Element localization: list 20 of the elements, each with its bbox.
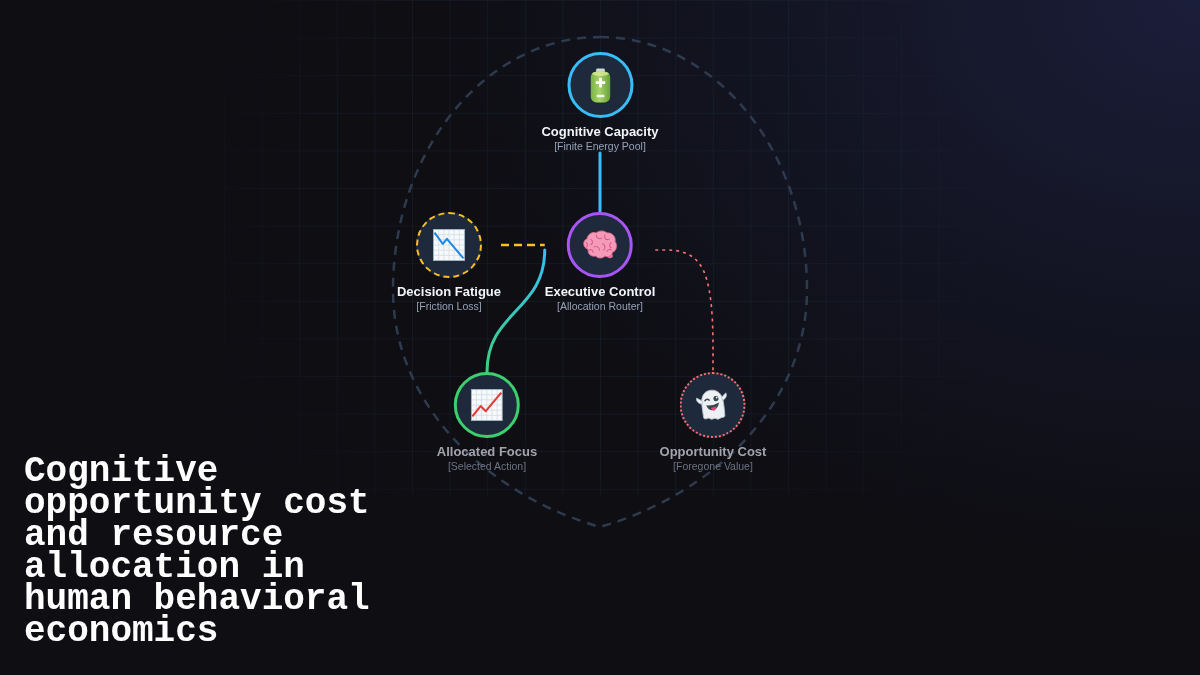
node-title: Allocated Focus [436, 444, 538, 460]
connector-line [485, 248, 547, 374]
node-subtitle: [Foregone Value] [673, 460, 753, 473]
node-title: Decision Fatigue [397, 284, 501, 300]
concept-node [397, 212, 501, 313]
concept-node [436, 372, 538, 473]
node-subtitle: [Friction Loss] [416, 300, 482, 313]
connector-line [598, 151, 602, 214]
node-title: Opportunity Cost [659, 444, 767, 460]
dashed-connector [501, 243, 545, 247]
node-subtitle: [Selected Action] [447, 460, 527, 473]
concept-node [659, 372, 767, 473]
concept-node [541, 52, 659, 153]
node-subtitle: [Finite Energy Pool] [554, 140, 646, 153]
page-title: Cognitive opportunity cost and resource allocation in human behavioral economics [24, 456, 371, 648]
concept-node [544, 212, 656, 313]
node-title: Cognitive Capacity [541, 124, 659, 140]
node-title: Executive Control [544, 284, 656, 300]
dashed-connector [654, 249, 714, 373]
node-subtitle: [Allocation Router] [557, 300, 643, 313]
